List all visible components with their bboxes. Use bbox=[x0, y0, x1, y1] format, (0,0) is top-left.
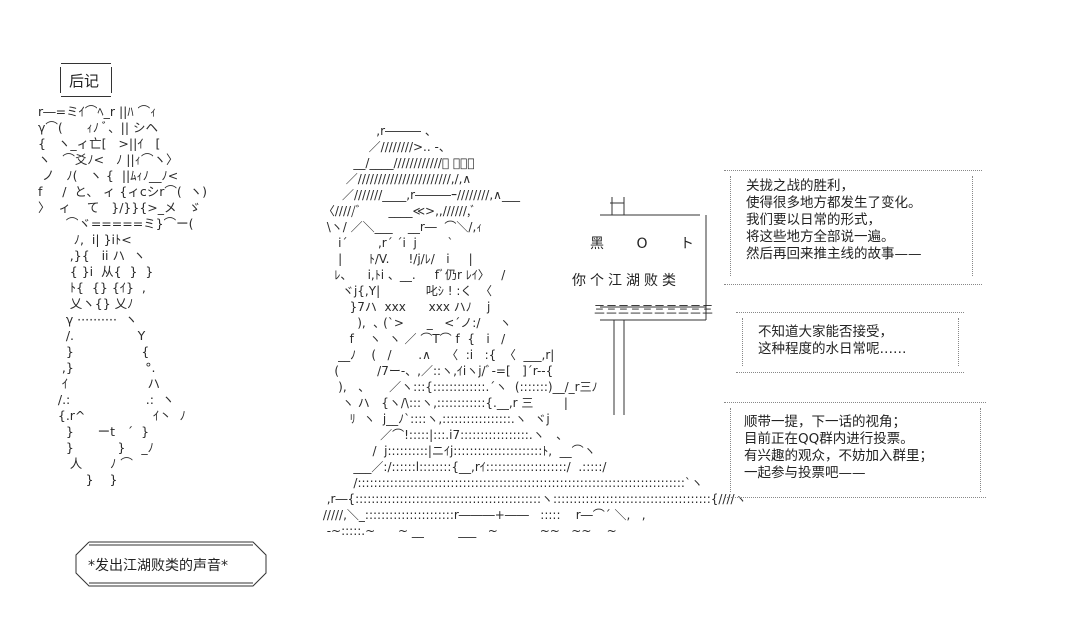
box3-line: 有兴趣的观众，不妨加入群里； bbox=[744, 448, 933, 464]
narration-box-3: 顺带一提，下一话的视角；目前正在QQ群内进行投票。有兴趣的观众，不妨加入群里；一… bbox=[744, 414, 933, 482]
box1-line: 然后再回来推主线的故事—— bbox=[746, 246, 922, 262]
left-character-ascii-art: r―=ミｲ⌒ﾍ_r ||ﾊ ⌒ｨ γ⌒( ｨﾉ ﾞ、|| シヘ { ヽ_ィ亡[ … bbox=[38, 104, 208, 487]
sign-board-frame bbox=[600, 197, 707, 415]
box3-right-rule bbox=[980, 408, 981, 492]
center-character-ascii-art: ,r――― 、 ／////////>.. -、 __/____/////////… bbox=[322, 124, 747, 538]
box3-top-rule bbox=[724, 402, 986, 403]
box2-line: 这种程度的水日常呢…… bbox=[758, 341, 907, 357]
box3-line: 顺带一提，下一话的视角； bbox=[744, 414, 906, 430]
speech-banner-frame bbox=[75, 541, 267, 587]
box1-line: 将这些地方全部说一遍。 bbox=[746, 229, 895, 245]
sign-stripe: 三三三三三三三三三三 bbox=[594, 303, 714, 316]
box2-line: 不知道大家能否接受， bbox=[758, 324, 893, 340]
box2-bottom-rule bbox=[736, 372, 964, 373]
box3-left-rule bbox=[730, 408, 731, 492]
box2-left-rule bbox=[742, 318, 743, 366]
afterword-title-box: 后记 bbox=[60, 63, 112, 97]
narration-box-1: 关拢之战的胜利，使得很多地方都发生了变化。我们要以日常的形式，将这些地方全部说一… bbox=[746, 178, 922, 263]
box1-top-rule bbox=[724, 170, 982, 171]
box1-line: 我们要以日常的形式， bbox=[746, 212, 881, 228]
sign-lake-text: 你个江湖败类 bbox=[572, 273, 680, 289]
box1-right-rule bbox=[972, 176, 973, 276]
afterword-title: 后记 bbox=[69, 72, 100, 90]
sign-dark-text: 黑 O ト bbox=[590, 236, 708, 252]
box1-line: 关拢之战的胜利， bbox=[746, 178, 854, 194]
box2-right-rule bbox=[958, 318, 959, 366]
box3-line: 一起参与投票吧—— bbox=[744, 465, 866, 481]
box1-bottom-rule bbox=[724, 284, 982, 285]
speech-banner-text: *发出江湖败类的声音* bbox=[88, 558, 228, 574]
narration-box-2: 不知道大家能否接受，这种程度的水日常呢…… bbox=[758, 324, 907, 358]
box3-bottom-rule bbox=[724, 497, 986, 498]
box1-line: 使得很多地方都发生了变化。 bbox=[746, 195, 922, 211]
box1-left-rule bbox=[730, 176, 731, 276]
box3-line: 目前正在QQ群内进行投票。 bbox=[744, 431, 914, 447]
box2-top-rule bbox=[736, 312, 964, 313]
